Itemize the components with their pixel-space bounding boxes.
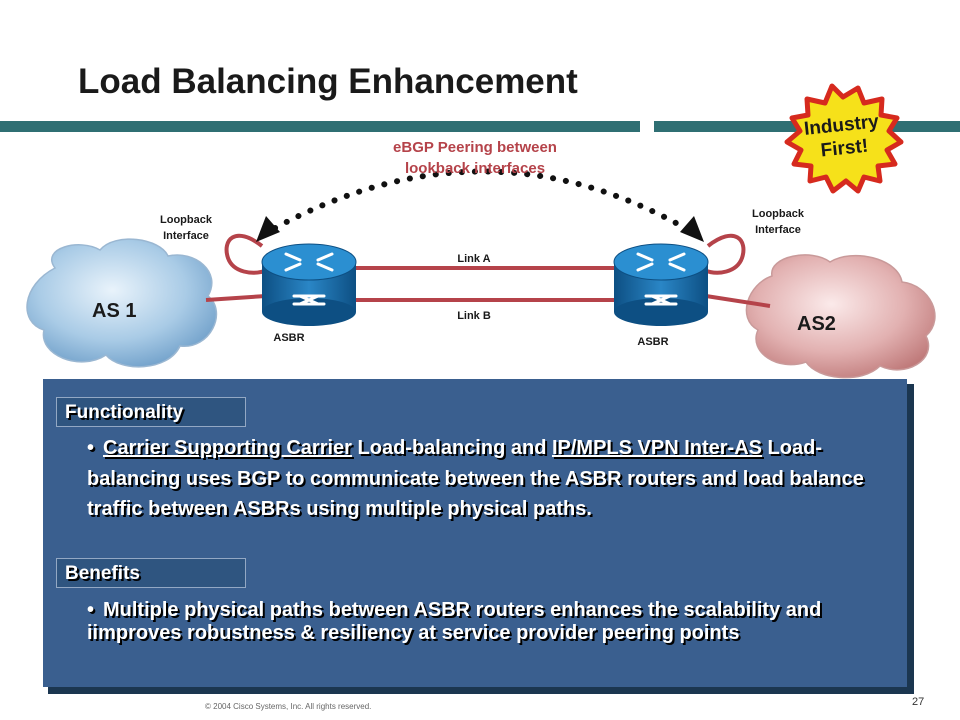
functionality-text-part4: Load-balancing uses BGP to communicate b…: [87, 437, 864, 520]
badge-starburst: [784, 83, 904, 194]
as2-cloud: [745, 254, 936, 379]
industry-first-badge: Industry First!: [784, 83, 904, 194]
ip-mpls-vpn-inter-as-link[interactable]: IP/MPLS VPN Inter-AS: [551, 437, 762, 459]
benefits-heading: Benefits: [56, 558, 246, 588]
link-a-label: Link A: [457, 253, 490, 265]
bullet-marker: •: [87, 437, 95, 459]
loopback-right-line1: Loopback: [752, 208, 805, 220]
router-left: [261, 243, 357, 326]
asbr-right-label: ASBR: [637, 336, 668, 348]
peering-label-line2: lookback interfaces: [405, 160, 545, 177]
loopback-left-line2: Interface: [163, 230, 209, 242]
content-panel: [43, 379, 907, 687]
loopback-left-arc: [224, 233, 269, 275]
badge-line2: First!: [820, 136, 869, 162]
page-number: 27: [912, 696, 925, 708]
as2-link-line: [705, 294, 771, 308]
loopback-left-line1: Loopback: [160, 214, 213, 226]
title-underline-bar: [0, 121, 960, 132]
bullet-marker: •: [87, 599, 95, 621]
loopback-right-arc: [703, 233, 746, 275]
as1-link-line: [205, 294, 267, 302]
functionality-bullet: • Carrier Supporting Carrier Load-balanci…: [87, 433, 877, 525]
peering-label-line1: eBGP Peering between: [393, 139, 557, 156]
slide-title: Load Balancing Enhancement: [78, 62, 578, 101]
asbr-left-label: ASBR: [273, 332, 304, 344]
copyright-footer: © 2004 Cisco Systems, Inc. All rights re…: [205, 702, 372, 711]
ebgp-arrow-right: [680, 216, 704, 242]
functionality-text-part2: Load-balancing and: [351, 437, 552, 459]
link-b-label: Link B: [457, 310, 491, 322]
loopback-right-line2: Interface: [755, 224, 801, 236]
benefits-bullet: •Multiple physical paths between ASBR ro…: [87, 599, 877, 644]
ebgp-arrow-left: [256, 216, 280, 242]
functionality-heading: Functionality: [56, 397, 246, 427]
network-diagram: Industry First! AS 1 AS2 Link A Link B L…: [26, 83, 936, 379]
title-bar-gap: [640, 117, 654, 135]
router-right: [613, 243, 709, 326]
as2-label: AS2: [797, 313, 836, 335]
as1-cloud: [26, 238, 218, 368]
ebgp-peering-arc: [272, 168, 688, 231]
carrier-supporting-carrier-link[interactable]: Carrier Supporting Carrier: [103, 437, 352, 459]
benefits-text: Multiple physical paths between ASBR rou…: [87, 599, 822, 644]
as1-label: AS 1: [92, 300, 136, 322]
